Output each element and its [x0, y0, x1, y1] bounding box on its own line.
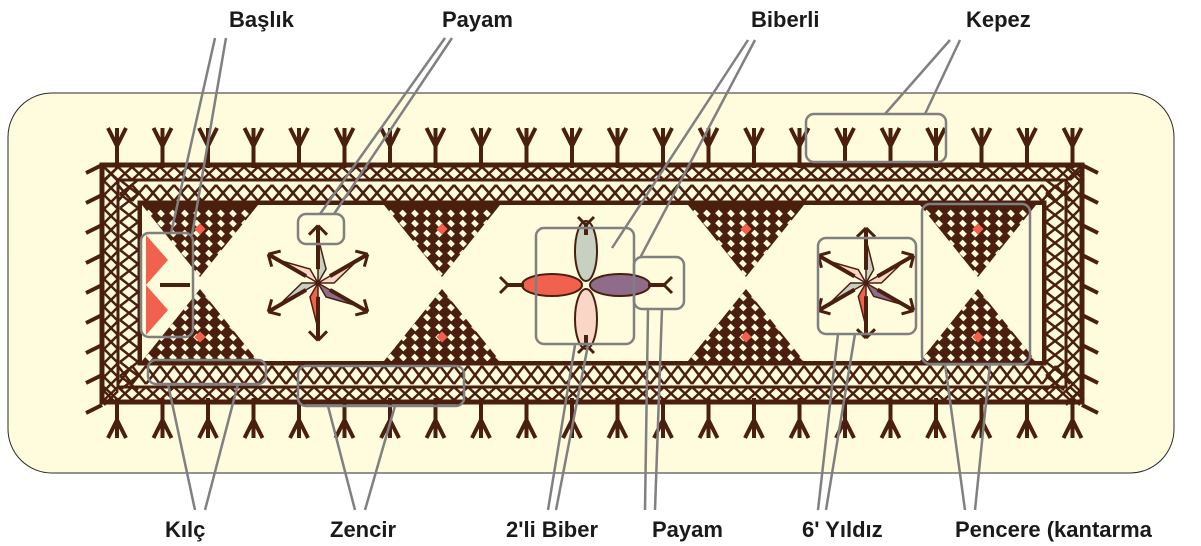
label-payam-top: Payam [442, 9, 513, 31]
label-kepez: Kepez [966, 9, 1031, 31]
label-payam-bottom: Payam [652, 519, 723, 541]
label-baslik: Başlık [229, 9, 294, 31]
label-6-yildiz: 6' Yıldız [802, 519, 883, 541]
biber-right [590, 274, 650, 296]
label-pencere: Pencere (kantarma [955, 519, 1152, 541]
label-2li-biber: 2'li Biber [506, 519, 598, 541]
label-zencir: Zencir [330, 519, 396, 541]
label-biberli: Biberli [751, 9, 819, 31]
biber-left [522, 274, 582, 296]
label-kilc: Kılç [165, 519, 205, 541]
